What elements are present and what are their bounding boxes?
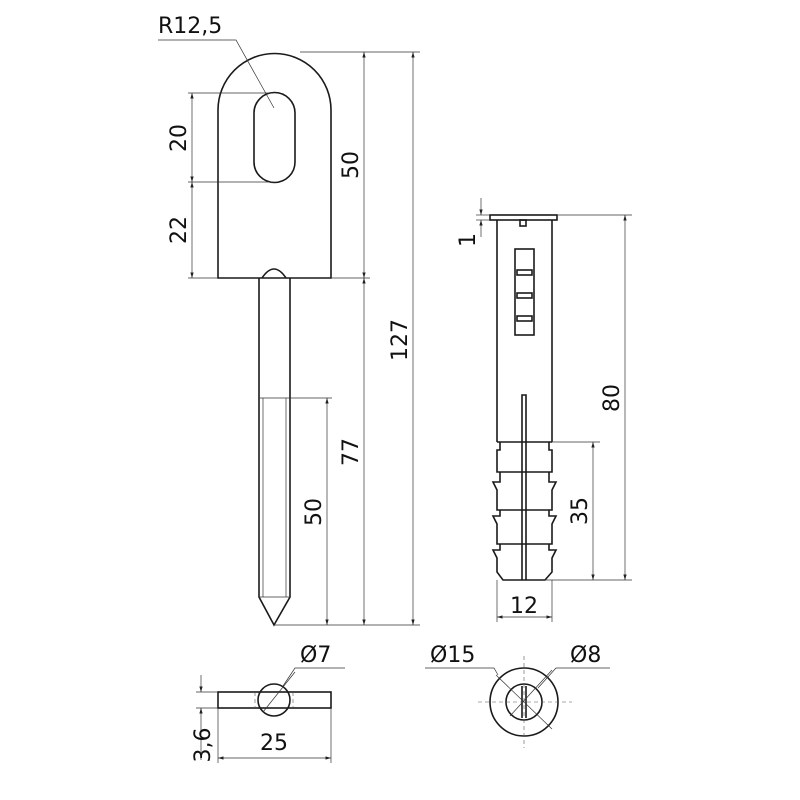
dowel-diameter-dim-label: 12 [510,594,538,619]
outer-diameter-label: Ø15 [430,643,475,668]
rib-length-dim-label: 35 [568,497,593,525]
flange-dim-label: 1 [456,233,481,247]
pin-weld [261,268,287,279]
dowel-body [496,220,553,443]
eye-plate [217,52,332,279]
dowel-end-view: Ø15 Ø8 [425,643,610,748]
plate-hole [257,683,291,717]
dowel-ribs [491,442,558,581]
dowel-view: 1 80 35 12 [456,198,632,622]
radius-label: R12,5 [158,14,222,39]
pin-length-dim-label: 77 [339,438,364,466]
lower-plate-dim-label: 22 [167,216,192,244]
thread-length-dim-label: 50 [302,498,327,526]
eye-slot [253,91,296,184]
plate-height-dim-label: 50 [339,151,364,179]
eye-pin-view: R12,5 20 22 50 127 77 50 [158,14,420,627]
plate-section [217,691,332,709]
dowel-window [514,248,535,336]
width-dim-label: 25 [260,731,288,756]
inner-diameter-label: Ø8 [570,643,601,668]
plate-section-view: Ø7 3,6 25 [191,643,345,763]
slot-dim-label: 20 [167,124,192,152]
hole-diameter-label: Ø7 [300,643,331,668]
dowel-length-dim-label: 80 [600,384,625,412]
thickness-dim-label: 3,6 [191,728,216,763]
total-length-dim-label: 127 [388,319,413,361]
pin-shaft [258,278,291,627]
